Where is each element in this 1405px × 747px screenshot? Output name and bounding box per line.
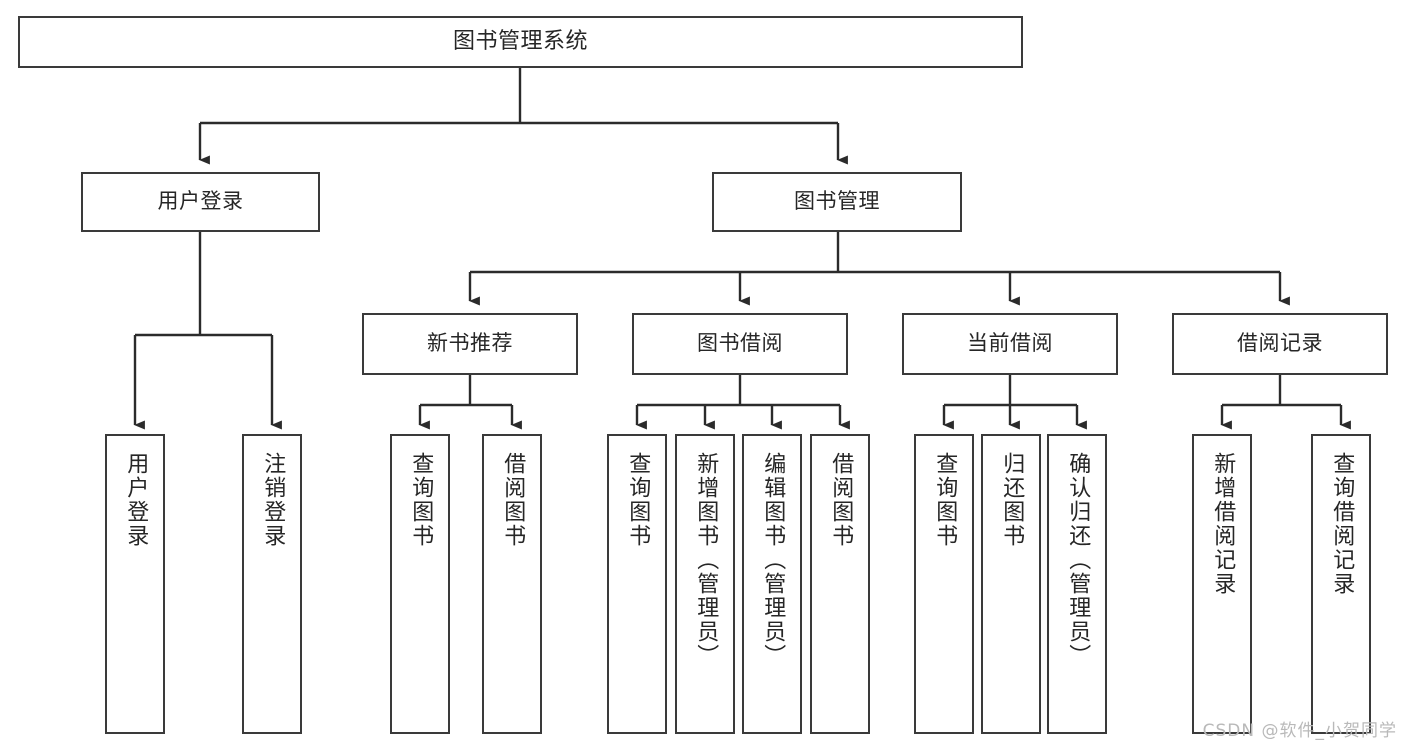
- leaf-query-book-borrow[interactable]: 查询图书: [607, 434, 667, 734]
- leaf-confirm-return-admin[interactable]: 确认归还（管理员）: [1047, 434, 1107, 734]
- node-label: 查询图书: [625, 452, 651, 548]
- leaf-query-book-current[interactable]: 查询图书: [914, 434, 974, 734]
- leaf-borrow-book-recommend[interactable]: 借阅图书: [482, 434, 542, 734]
- node-root-system[interactable]: 图书管理系统: [18, 16, 1023, 68]
- node-label: 查询图书: [932, 452, 958, 548]
- node-label: 图书管理: [794, 189, 880, 214]
- node-label: 用户登录: [157, 189, 244, 214]
- leaf-user-logout[interactable]: 注销登录: [242, 434, 302, 734]
- node-label: 借阅图书: [828, 452, 854, 548]
- node-label: 新增图书（管理员）: [693, 452, 719, 668]
- node-label: 查询借阅记录: [1329, 452, 1355, 596]
- leaf-return-book[interactable]: 归还图书: [981, 434, 1041, 734]
- leaf-query-borrow-record[interactable]: 查询借阅记录: [1311, 434, 1371, 734]
- node-new-book-recommend[interactable]: 新书推荐: [362, 313, 578, 375]
- node-label: 借阅记录: [1237, 331, 1323, 356]
- node-label: 新增借阅记录: [1210, 452, 1236, 596]
- node-label: 新书推荐: [427, 331, 513, 356]
- node-user-login[interactable]: 用户登录: [81, 172, 320, 232]
- node-label: 图书借阅: [697, 331, 783, 356]
- leaf-add-borrow-record[interactable]: 新增借阅记录: [1192, 434, 1252, 734]
- node-current-borrow[interactable]: 当前借阅: [902, 313, 1118, 375]
- node-label: 注销登录: [260, 452, 286, 548]
- node-label: 归还图书: [999, 452, 1025, 548]
- leaf-borrow-book[interactable]: 借阅图书: [810, 434, 870, 734]
- leaf-query-book-recommend[interactable]: 查询图书: [390, 434, 450, 734]
- node-label: 图书管理系统: [452, 28, 588, 54]
- leaf-edit-book-admin[interactable]: 编辑图书（管理员）: [742, 434, 802, 734]
- node-label: 编辑图书（管理员）: [760, 452, 786, 668]
- node-label: 查询图书: [408, 452, 434, 548]
- node-label: 用户登录: [123, 452, 149, 548]
- watermark: CSDN @软件_小贺同学: [1202, 721, 1397, 741]
- node-label: 当前借阅: [967, 331, 1053, 356]
- leaf-user-login[interactable]: 用户登录: [105, 434, 165, 734]
- node-label: 确认归还（管理员）: [1065, 452, 1091, 668]
- node-label: 借阅图书: [500, 452, 526, 548]
- node-book-manage[interactable]: 图书管理: [712, 172, 962, 232]
- leaf-add-book-admin[interactable]: 新增图书（管理员）: [675, 434, 735, 734]
- node-borrow-record[interactable]: 借阅记录: [1172, 313, 1388, 375]
- node-book-borrow[interactable]: 图书借阅: [632, 313, 848, 375]
